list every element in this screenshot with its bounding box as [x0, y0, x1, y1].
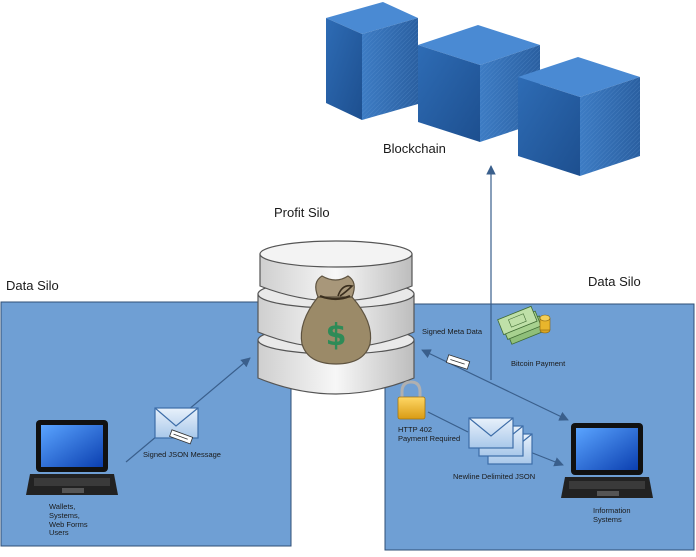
- signed-json-message-label: Signed JSON Message: [143, 450, 221, 459]
- users-label: Users: [49, 528, 69, 537]
- payment-required-label: Payment Required: [398, 434, 461, 443]
- padlock-icon: [397, 380, 426, 420]
- blockchain-label: Blockchain: [383, 141, 446, 156]
- envelope-icon: [154, 407, 199, 445]
- laptop-icon: [561, 423, 653, 498]
- data-silo-right-label: Data Silo: [588, 274, 641, 289]
- envelope-stack-icon: [468, 417, 533, 465]
- laptop-icon: [26, 420, 118, 495]
- web-forms-label: Web Forms: [49, 520, 88, 529]
- systems-label: Systems,: [49, 511, 80, 520]
- cube-icon: [518, 57, 640, 176]
- wallets-label: Wallets,: [49, 502, 76, 511]
- signed-certificate-icon: [445, 354, 471, 370]
- arrow-envelopes-to-info: [529, 451, 564, 467]
- http-402-label: HTTP 402: [398, 425, 433, 434]
- bitcoin-payment-label: Bitcoin Payment: [511, 359, 566, 368]
- data-silo-left-label: Data Silo: [6, 278, 59, 293]
- signed-meta-data-label: Signed Meta Data: [422, 327, 483, 336]
- arrow-lock-to-envelopes: [427, 411, 469, 433]
- newline-delimited-json-label: Newline Delimited JSON: [453, 472, 536, 481]
- profit-silo-label: Profit Silo: [274, 205, 330, 220]
- information-label: Information: [593, 506, 631, 515]
- svg-text:$: $: [326, 318, 347, 353]
- money-bag-icon: $: [300, 275, 372, 365]
- cube-icon: [326, 2, 418, 120]
- cash-stack-icon: [497, 305, 551, 345]
- information-systems-label: Systems: [593, 515, 622, 524]
